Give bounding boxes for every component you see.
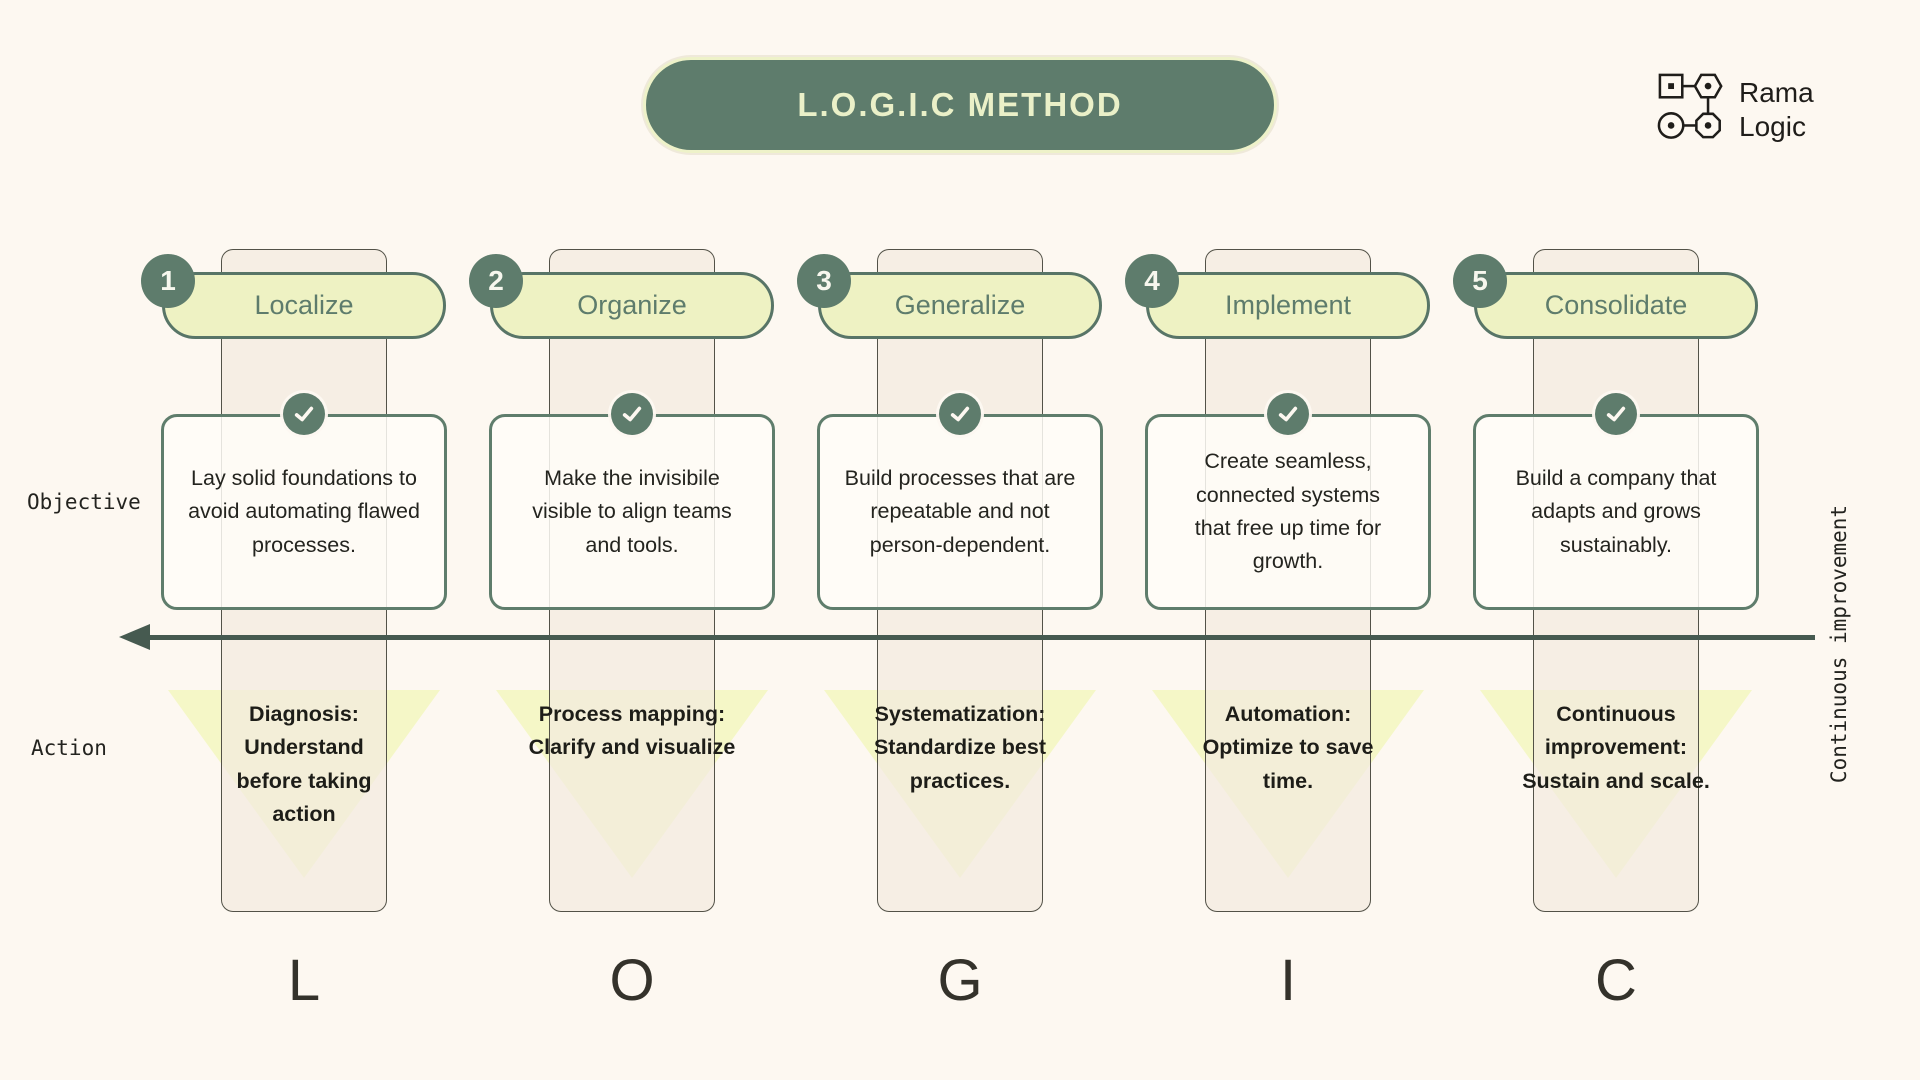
logo-word-rama: Rama bbox=[1739, 76, 1814, 108]
objective-card: Build processes that are repeatable and … bbox=[817, 414, 1103, 610]
objective-card: Create seamless, connected systems that … bbox=[1145, 414, 1431, 610]
objective-text: Make the invisibile visible to align tea… bbox=[532, 466, 732, 557]
step-number-badge: 3 bbox=[797, 254, 851, 308]
step-pill-organize: Organize bbox=[490, 272, 774, 339]
acronym-letter: L bbox=[287, 948, 321, 1013]
acronym-letter: I bbox=[1279, 948, 1297, 1013]
step-number-badge: 4 bbox=[1125, 254, 1179, 308]
column-generalize: Generalize 3 Build processes that are re… bbox=[796, 249, 1124, 1049]
checkmark-icon bbox=[283, 393, 325, 435]
column-localize: Localize 1 Lay solid foundations to avoi… bbox=[140, 249, 468, 1049]
step-number-badge: 1 bbox=[141, 254, 195, 308]
objective-text: Build a company that adapts and grows su… bbox=[1515, 466, 1717, 557]
action-text: Process mapping: Clarify and visualize bbox=[528, 702, 736, 760]
page-title: L.O.G.I.C METHOD bbox=[797, 86, 1123, 123]
method-columns: Localize 1 Lay solid foundations to avoi… bbox=[140, 249, 1780, 1049]
step-pill-generalize: Generalize bbox=[818, 272, 1102, 339]
action-text: Continuous improvement: Sustain and scal… bbox=[1522, 702, 1710, 793]
checkmark-icon bbox=[939, 393, 981, 435]
step-number-badge: 2 bbox=[469, 254, 523, 308]
acronym-letter: O bbox=[609, 948, 655, 1013]
step-pill-implement: Implement bbox=[1146, 272, 1430, 339]
step-pill-localize: Localize bbox=[162, 272, 446, 339]
action-row-label: Action bbox=[31, 736, 107, 760]
step-name: Implement bbox=[1224, 290, 1352, 320]
timeline-arrow-line bbox=[148, 635, 1815, 640]
objective-row-label: Objective bbox=[27, 490, 141, 514]
column-organize: Organize 2 Make the invisibile visible t… bbox=[468, 249, 796, 1049]
acronym-letter: G bbox=[937, 948, 983, 1013]
objective-card: Lay solid foundations to avoid automatin… bbox=[161, 414, 447, 610]
checkmark-icon bbox=[1595, 393, 1637, 435]
action-text: Automation: Optimize to save time. bbox=[1202, 702, 1374, 793]
title-banner: L.O.G.I.C METHOD bbox=[643, 57, 1277, 153]
action-text: Diagnosis: Understand before taking acti… bbox=[236, 702, 372, 826]
step-name: Consolidate bbox=[1544, 290, 1688, 320]
objective-text: Build processes that are repeatable and … bbox=[844, 466, 1076, 557]
continuous-improvement-label: Continuous improvement bbox=[1827, 504, 1851, 784]
column-consolidate: Consolidate 5 Build a company that adapt… bbox=[1452, 249, 1780, 1049]
objective-text: Create seamless, connected systems that … bbox=[1194, 449, 1382, 574]
checkmark-icon bbox=[1267, 393, 1309, 435]
objective-text: Lay solid foundations to avoid automatin… bbox=[188, 466, 420, 557]
timeline-arrowhead-icon bbox=[119, 624, 150, 650]
step-pill-consolidate: Consolidate bbox=[1474, 272, 1758, 339]
objective-card: Make the invisibile visible to align tea… bbox=[489, 414, 775, 610]
brand-logo: Rama Logic bbox=[1657, 72, 1814, 147]
step-name: Generalize bbox=[894, 290, 1026, 320]
column-implement: Implement 4 Create seamless, connected s… bbox=[1124, 249, 1452, 1049]
logo-word-logic: Logic bbox=[1739, 110, 1806, 142]
step-name: Organize bbox=[577, 290, 687, 320]
rama-logic-logo-icon bbox=[1657, 72, 1727, 147]
objective-card: Build a company that adapts and grows su… bbox=[1473, 414, 1759, 610]
checkmark-icon bbox=[611, 393, 653, 435]
acronym-letter: C bbox=[1595, 948, 1637, 1013]
action-text: Systematization: Standardize best practi… bbox=[873, 702, 1047, 793]
step-name: Localize bbox=[254, 290, 354, 320]
step-number-badge: 5 bbox=[1453, 254, 1507, 308]
